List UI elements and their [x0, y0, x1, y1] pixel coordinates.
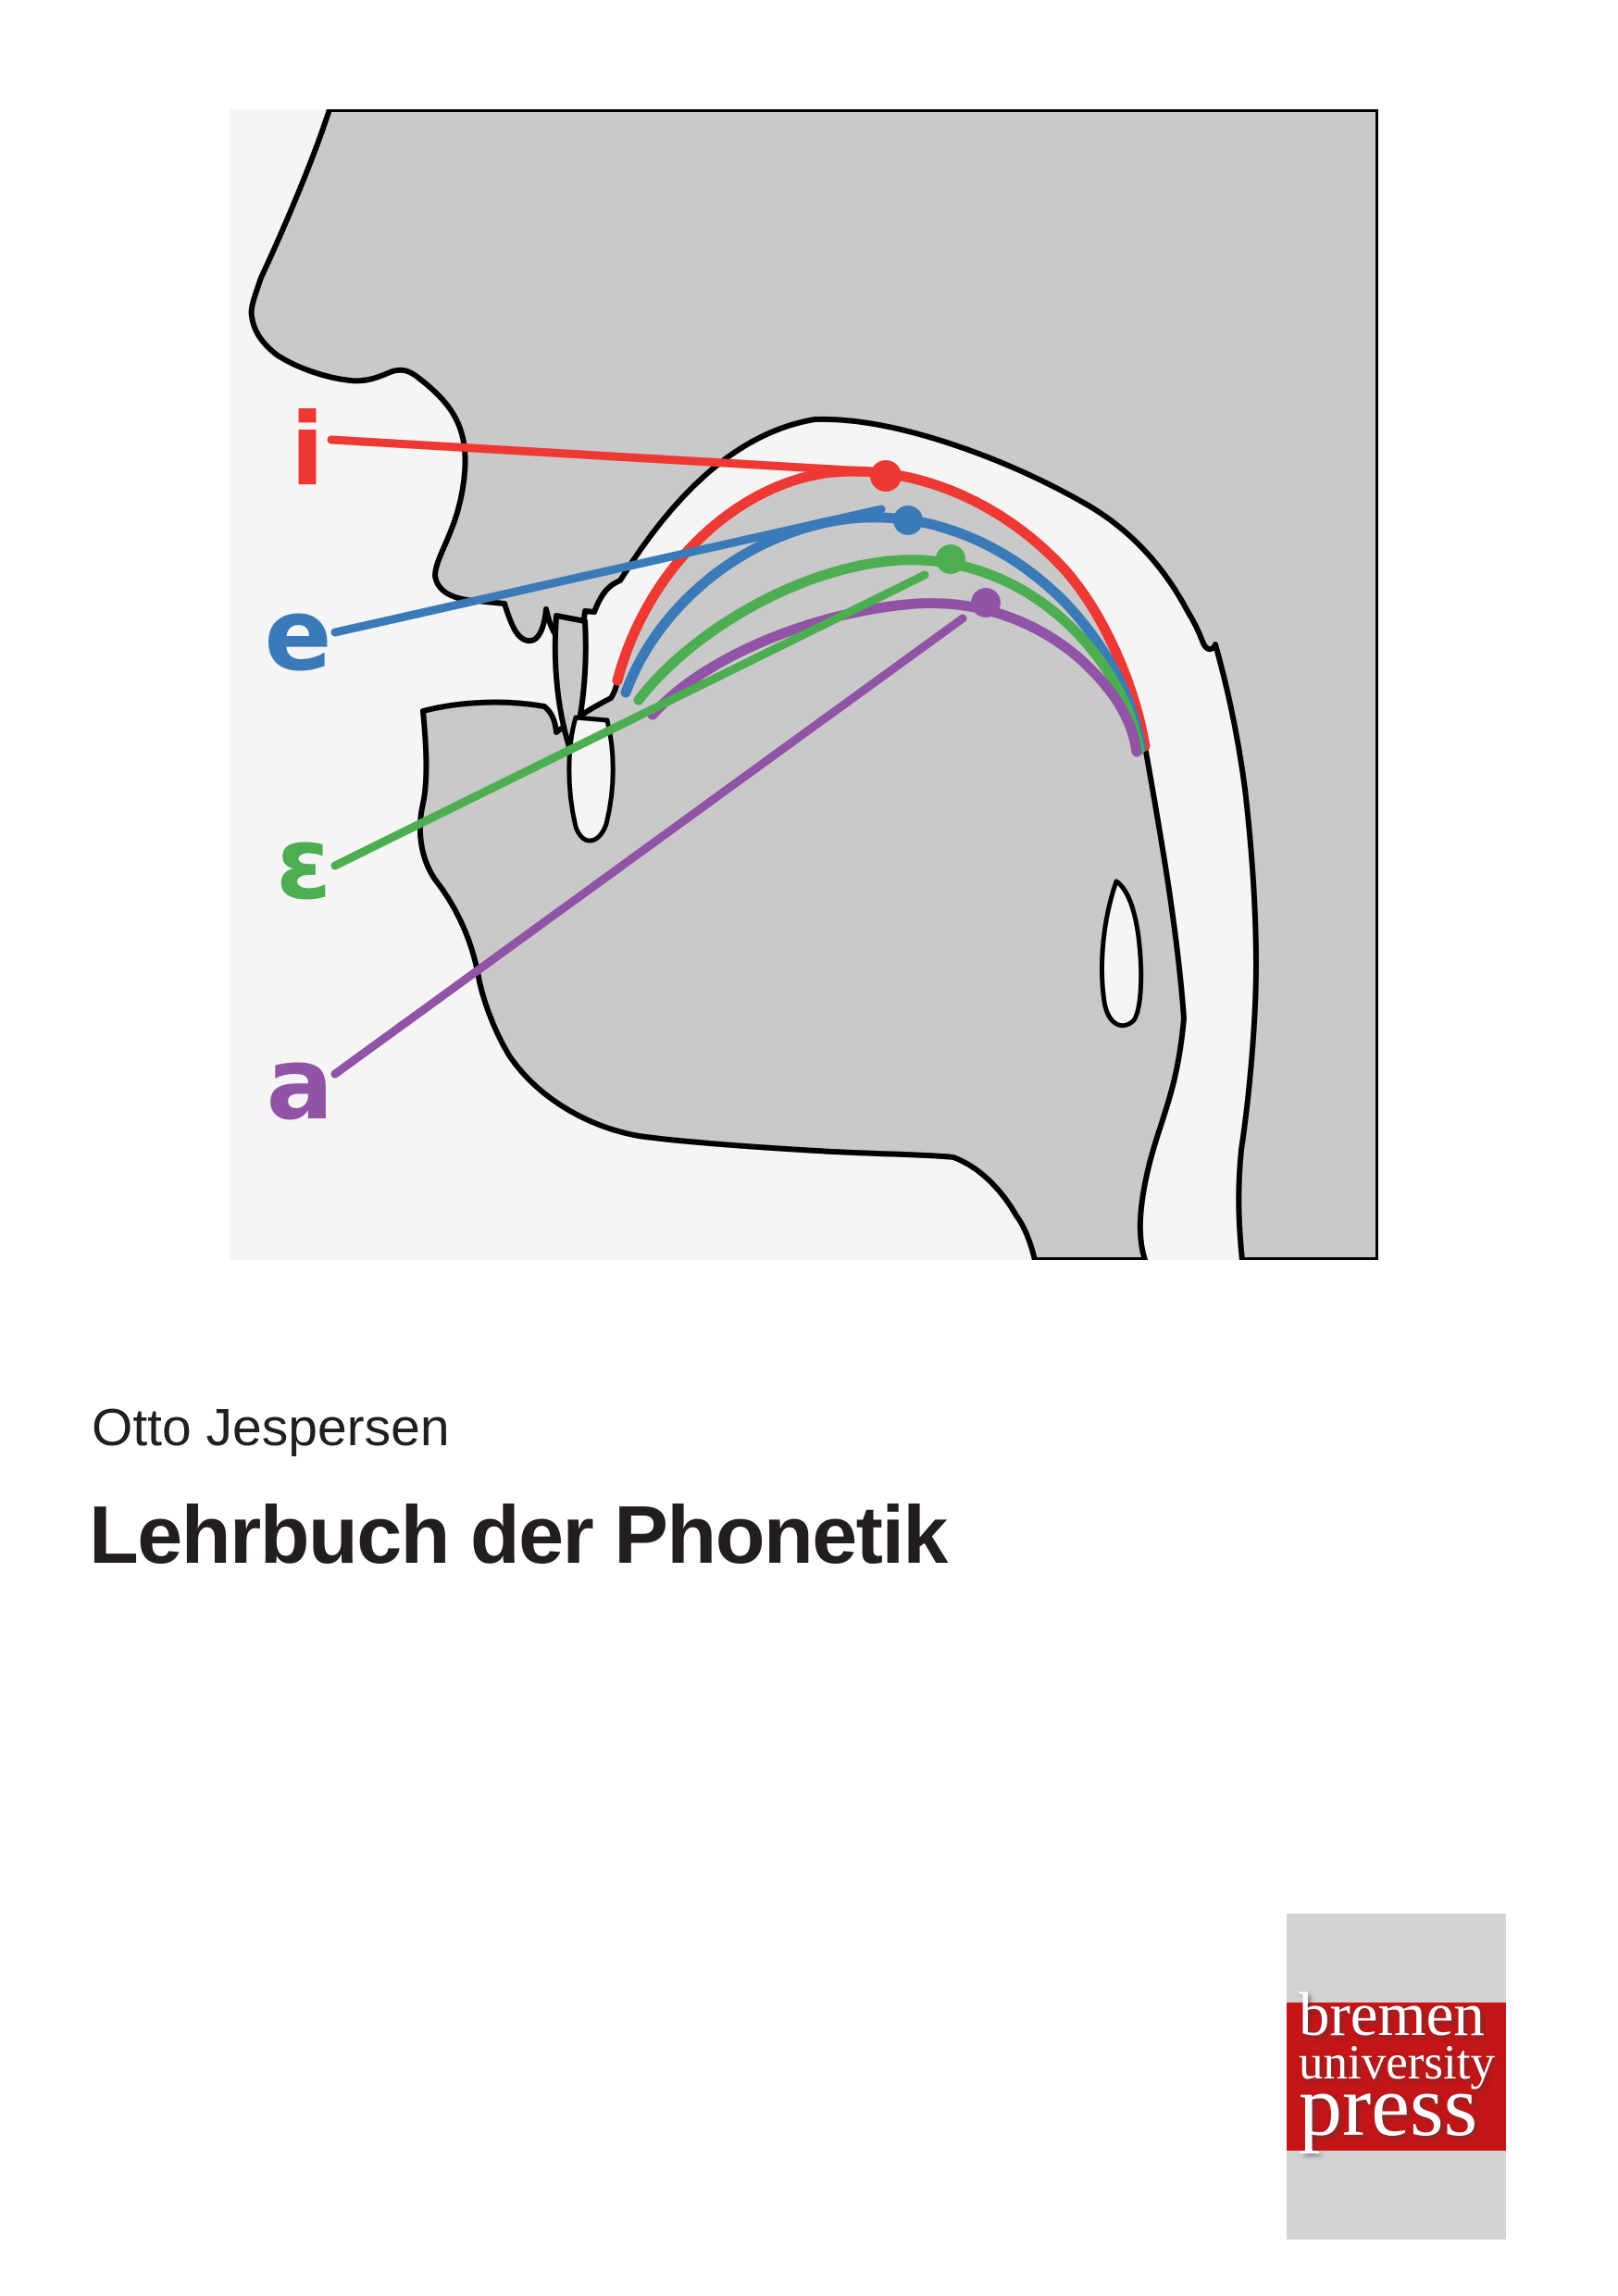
vowel-diagram-svg: i e ε a — [230, 109, 1378, 1260]
logo-line-bremen: bremen — [1299, 1980, 1485, 2049]
vowel-diagram-figure: i e ε a — [230, 109, 1378, 1260]
book-title: Lehrbuch der Phonetik — [89, 1489, 948, 1580]
logo-line-university: university — [1299, 2036, 1495, 2090]
vowel-label-i: i — [290, 393, 324, 508]
author-name: Otto Jespersen — [92, 1398, 450, 1457]
leader-line-i — [327, 435, 870, 476]
tongue-curve-e — [620, 512, 1147, 754]
dot-e — [893, 505, 923, 535]
logo-red-band — [1287, 2003, 1506, 2151]
dot-i — [870, 460, 902, 492]
leader-line-epsilon — [330, 570, 929, 870]
leader-line-e — [330, 505, 886, 637]
vowel-label-a: a — [267, 1027, 334, 1142]
logo-line-press: press — [1299, 2058, 1478, 2154]
vowel-label-epsilon: ε — [276, 806, 331, 922]
dot-a — [971, 588, 1001, 618]
publisher-logo: bremen university press — [1287, 1914, 1506, 2240]
leader-line-a — [330, 614, 967, 1079]
dot-epsilon — [936, 544, 965, 574]
tongue-curve-a — [647, 598, 1142, 757]
larynx-pocket — [1100, 879, 1144, 1029]
vowel-label-e: e — [264, 578, 331, 693]
